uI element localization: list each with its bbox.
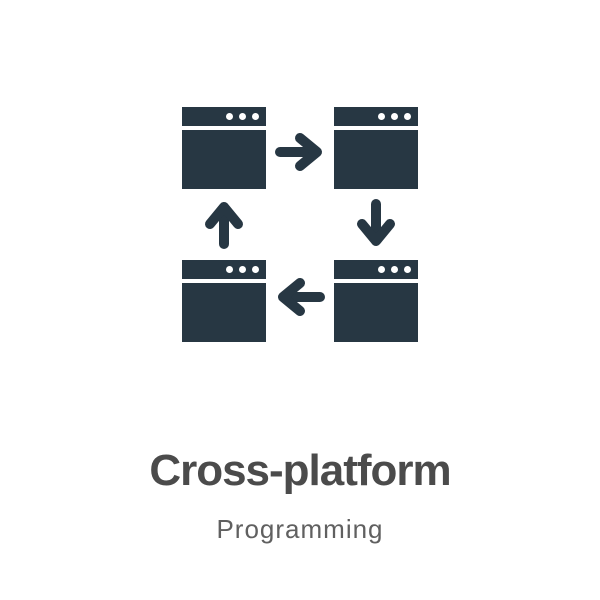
arrow-left-icon [272,269,328,325]
window-dot-icon [252,113,259,120]
window-titlebar [182,107,266,126]
window-dot-icon [404,266,411,273]
window-dot-icon [226,113,233,120]
app-window-bottom-left [182,260,266,342]
arrow-right-icon [272,124,328,180]
app-window-top-right [334,107,418,189]
arrow-up-icon [196,196,252,252]
window-body [182,283,266,342]
window-dot-icon [391,113,398,120]
icon-title: Cross-platform [149,446,451,495]
window-titlebar [334,260,418,279]
app-window-bottom-right [334,260,418,342]
icon-category-label: Programming [216,514,384,544]
window-dot-icon [391,266,398,273]
window-titlebar [182,260,266,279]
window-dot-icon [378,113,385,120]
window-titlebar [334,107,418,126]
window-body [334,283,418,342]
window-dot-icon [378,266,385,273]
window-dot-icon [404,113,411,120]
window-body [182,130,266,189]
window-body [334,130,418,189]
window-dot-icon [239,113,246,120]
arrow-down-icon [348,196,404,252]
app-window-top-left [182,107,266,189]
window-dot-icon [226,266,233,273]
window-dot-icon [239,266,246,273]
cross-platform-icon [182,107,418,343]
window-dot-icon [252,266,259,273]
